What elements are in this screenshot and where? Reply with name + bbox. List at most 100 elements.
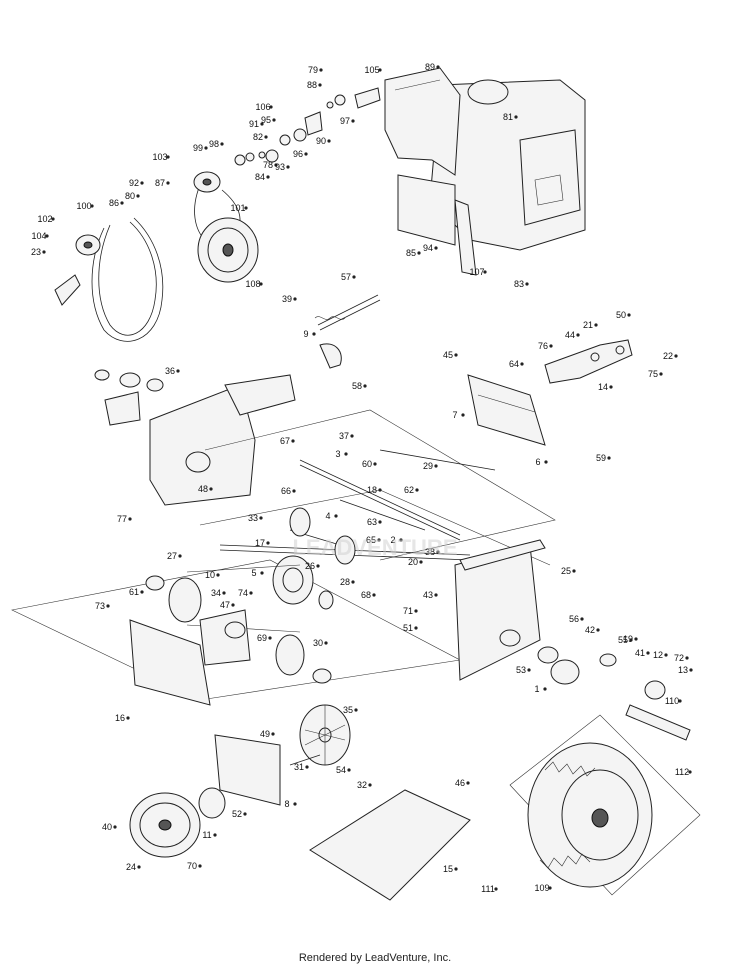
callout-dot-60 xyxy=(373,462,377,466)
callout-90: 90 xyxy=(316,136,326,146)
callout-dot-13 xyxy=(689,668,693,672)
callout-labels: 1234567891011121314151617181920212223242… xyxy=(31,62,693,894)
callout-dot-14 xyxy=(609,385,613,389)
callout-59: 59 xyxy=(596,453,606,463)
callout-dot-74 xyxy=(249,591,253,595)
callout-dot-32 xyxy=(368,783,372,787)
callout-dot-66 xyxy=(292,489,296,493)
callout-69: 69 xyxy=(257,633,267,643)
callout-37: 37 xyxy=(339,431,349,441)
callout-87: 87 xyxy=(155,178,165,188)
callout-12: 12 xyxy=(653,650,663,660)
callout-dot-26 xyxy=(316,564,320,568)
callout-35: 35 xyxy=(343,705,353,715)
callout-dot-72 xyxy=(685,656,689,660)
callout-dot-98 xyxy=(220,142,224,146)
callout-75: 75 xyxy=(648,369,658,379)
callout-dot-78 xyxy=(274,163,278,167)
callout-83: 83 xyxy=(514,279,524,289)
callout-78: 78 xyxy=(263,160,273,170)
callout-88: 88 xyxy=(307,80,317,90)
pulley-108-drawing xyxy=(197,217,259,283)
callout-105: 105 xyxy=(364,65,379,75)
callout-26: 26 xyxy=(305,561,315,571)
callout-101: 101 xyxy=(230,203,245,213)
callout-48: 48 xyxy=(198,484,208,494)
callout-dot-112 xyxy=(688,770,692,774)
callout-50: 50 xyxy=(616,310,626,320)
callout-dot-11 xyxy=(213,833,217,837)
callout-8: 8 xyxy=(284,799,289,809)
callout-dot-38 xyxy=(436,550,440,554)
callout-55: 55 xyxy=(618,635,628,645)
callout-30: 30 xyxy=(313,638,323,648)
callout-17: 17 xyxy=(255,538,265,548)
callout-dot-110 xyxy=(678,699,682,703)
callout-dot-101 xyxy=(244,206,248,210)
callout-70: 70 xyxy=(187,861,197,871)
callout-25: 25 xyxy=(561,566,571,576)
callout-29: 29 xyxy=(423,461,433,471)
callout-9: 9 xyxy=(303,329,308,339)
callout-dot-56 xyxy=(580,617,584,621)
callout-89: 89 xyxy=(425,62,435,72)
callout-44: 44 xyxy=(565,330,575,340)
callout-dot-29 xyxy=(434,464,438,468)
engine-bracket-drawing xyxy=(397,174,477,276)
callout-dot-10 xyxy=(216,573,220,577)
callout-dot-58 xyxy=(363,384,367,388)
callout-dot-24 xyxy=(137,865,141,869)
callout-dot-93 xyxy=(286,165,290,169)
callout-dot-81 xyxy=(514,115,518,119)
callout-103: 103 xyxy=(152,152,167,162)
drive-belt-drawing xyxy=(91,184,241,342)
callout-dot-27 xyxy=(178,554,182,558)
callout-96: 96 xyxy=(293,149,303,159)
callout-dot-53 xyxy=(527,668,531,672)
callout-dot-48 xyxy=(209,487,213,491)
callout-16: 16 xyxy=(115,713,125,723)
callout-dot-73 xyxy=(106,604,110,608)
callout-dot-63 xyxy=(378,520,382,524)
callout-27: 27 xyxy=(167,551,177,561)
callout-dot-111 xyxy=(494,887,498,891)
callout-56: 56 xyxy=(569,614,579,624)
axle-110-drawing xyxy=(625,704,691,741)
callout-dot-21 xyxy=(594,323,598,327)
callout-110: 110 xyxy=(665,696,679,706)
callout-64: 64 xyxy=(509,359,519,369)
callout-107: 107 xyxy=(469,267,484,277)
callout-dot-99 xyxy=(204,146,208,150)
callout-dot-68 xyxy=(372,593,376,597)
callout-18: 18 xyxy=(367,485,377,495)
callout-28: 28 xyxy=(340,577,350,587)
callout-dot-67 xyxy=(291,439,295,443)
gears-drawing xyxy=(145,507,356,684)
callout-dot-104 xyxy=(45,234,49,238)
callout-41: 41 xyxy=(635,648,645,658)
top-hardware-drawing xyxy=(234,87,381,166)
callout-dot-108 xyxy=(259,282,263,286)
callout-dot-31 xyxy=(305,765,309,769)
callout-93: 93 xyxy=(275,162,285,172)
callout-dot-49 xyxy=(271,732,275,736)
callout-dot-2 xyxy=(399,538,403,542)
callout-dot-20 xyxy=(419,560,423,564)
callout-dot-82 xyxy=(264,135,268,139)
callout-dot-12 xyxy=(664,653,668,657)
callout-dot-55 xyxy=(629,638,633,642)
callout-dot-34 xyxy=(222,591,226,595)
idler-pulley-drawing xyxy=(54,171,221,306)
callout-43: 43 xyxy=(423,590,433,600)
callout-dot-83 xyxy=(525,282,529,286)
callout-dot-84 xyxy=(266,175,270,179)
callout-74: 74 xyxy=(238,588,248,598)
callout-52: 52 xyxy=(232,809,242,819)
callout-38: 38 xyxy=(425,547,435,557)
callout-109: 109 xyxy=(534,883,549,893)
callout-34: 34 xyxy=(211,588,221,598)
callout-dot-64 xyxy=(520,362,524,366)
callout-104: 104 xyxy=(31,231,46,241)
callout-40: 40 xyxy=(102,822,112,832)
